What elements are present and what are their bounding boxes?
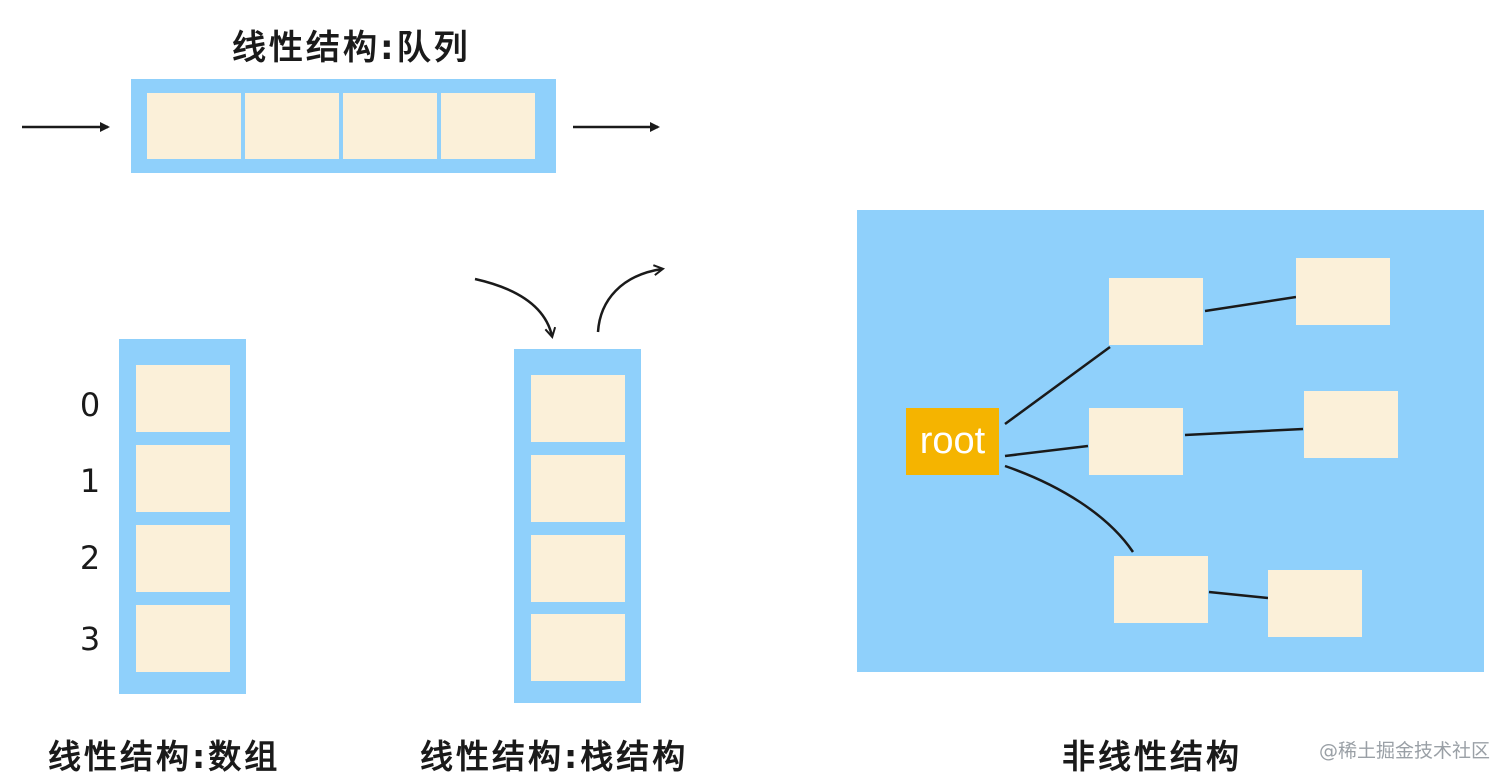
array-index-0: 0 (79, 386, 101, 424)
array-title: 线性结构:数组 (48, 737, 281, 776)
watermark: @稀土掘金技术社区 (1318, 740, 1490, 762)
array-index-3: 3 (79, 620, 101, 658)
queue-cell-1 (147, 93, 241, 159)
stack-cell-2 (531, 455, 625, 522)
queue-cell-2 (245, 93, 339, 159)
tree-node-e (1304, 391, 1398, 458)
tree-edge-root-a (1004, 345, 1111, 426)
stack-cell-3 (531, 535, 625, 602)
array-cell-0 (136, 365, 230, 432)
array-index-2: 2 (79, 539, 101, 577)
tree-edge-root-c (1004, 464, 1135, 553)
queue-cell-3 (343, 93, 437, 159)
array-index-1: 1 (79, 462, 101, 500)
tree-node-f (1268, 570, 1362, 637)
array-cell-1 (136, 445, 230, 512)
array-container (119, 339, 246, 694)
array-cell-3 (136, 605, 230, 672)
tree-title: 非线性结构 (1062, 737, 1242, 776)
stack-cell-1 (531, 375, 625, 442)
tree-node-b (1089, 408, 1183, 475)
array-cell-2 (136, 525, 230, 592)
tree-edge-root-b (1004, 444, 1089, 458)
queue-title: 线性结构:队列 (232, 28, 471, 68)
tree-node-a (1109, 278, 1203, 345)
queue-container (131, 79, 556, 173)
stack-container (514, 349, 641, 703)
stack-title: 线性结构:栈结构 (420, 737, 689, 776)
stack-push-arrow (474, 277, 557, 339)
tree-node-c (1114, 556, 1208, 623)
stack-cell-4 (531, 614, 625, 681)
tree-edge-b-e (1184, 427, 1304, 437)
tree-edge-c-f (1208, 590, 1269, 600)
tree-node-d (1296, 258, 1390, 325)
tree-edge-a-d (1204, 295, 1297, 313)
tree-root-node: root (906, 408, 999, 475)
stack-pop-arrow (596, 264, 666, 333)
queue-cell-4 (441, 93, 535, 159)
